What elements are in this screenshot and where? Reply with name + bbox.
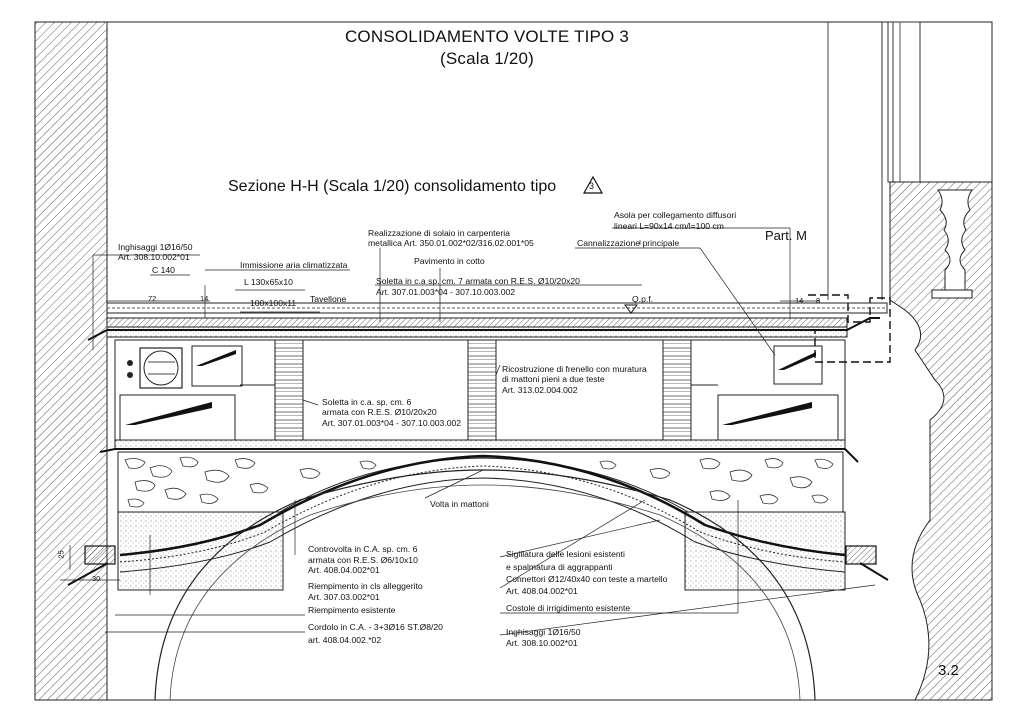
label-controvolta-2: armata con R.E.S. Ø6/10x10 [308, 555, 418, 565]
label-costole: Costole di irrigidimento esistente [506, 603, 631, 613]
label-inghisaggi-top: Inghisaggi 1Ø16/50 [118, 242, 193, 252]
label-cordolo-art: art. 408.04.002.*02 [308, 635, 382, 645]
cavity [99, 339, 859, 463]
dim-8: 8 [816, 296, 821, 305]
label-pavimento: Pavimento in cotto [414, 256, 485, 266]
label-tavellone: Tavellone [310, 294, 347, 304]
label-immissione: Immissione aria climatizzata [240, 260, 348, 270]
label-asola-dims: lineari L=90x14 cm/l=100 cm [614, 221, 724, 231]
qpf-marker [624, 304, 638, 314]
label-c140: C 140 [152, 265, 175, 275]
label-connettori: Connettori Ø12/40x40 con teste a martell… [506, 574, 668, 584]
label-canalizzazione: Cannalizzazione principale [577, 238, 680, 248]
label-sigillatura-2: e spalmatura di aggrappanti [506, 562, 613, 572]
type-number: 3 [589, 181, 595, 191]
dim-25: 25 [56, 550, 66, 559]
label-cordolo: Cordolo in C.A. - 3+3Ø16 ST.Ø8/20 [308, 622, 443, 632]
floor-slab [87, 302, 888, 341]
dim-72: 72 [148, 294, 157, 303]
label-frenello: Ricostruzione di frenello con muratura [502, 364, 647, 374]
dim-14-right: 14 [795, 296, 804, 305]
lightweight-fill-right [684, 511, 846, 591]
label-inghisaggi-bottom: Inghisaggi 1Ø16/50 [506, 627, 581, 637]
label-inghisaggi-bottom-art: Art. 308.10.002*01 [506, 638, 578, 648]
label-qpf: Q.p.f. [632, 294, 654, 304]
drawing-title: CONSOLIDAMENTO VOLTE TIPO 3 [344, 27, 630, 46]
right-wall [881, 21, 993, 701]
label-connettori-art: Art. 408.04.002*01 [506, 586, 578, 596]
label-soletta7: Soletta in c.a sp. cm. 7 armata con R.E.… [376, 276, 580, 286]
part-m-label: Part. M [765, 228, 807, 243]
label-frenello-art: Art. 313.02.004.002 [502, 385, 578, 395]
label-controvolta: Controvolta in C.A. sp. cm. 6 [308, 544, 418, 554]
label-riempimento-cls: Riempimento in cls alleggerito [308, 581, 423, 591]
label-riempimento-cls-art: Art. 307.03.002*01 [308, 592, 380, 602]
label-solaio: Realizzazione di solaio in carpenteria [368, 228, 510, 238]
label-controvolta-art: Art. 408.04.002*01 [308, 565, 380, 575]
label-volta: Volta in mattoni [430, 499, 489, 509]
dim-14-left: 14 [200, 294, 209, 303]
label-frenello-2: di mattoni pieni a due teste [502, 374, 605, 384]
leader-lines [92, 227, 876, 636]
label-l100: 100x100x11 [250, 298, 297, 308]
brick-vault [119, 454, 846, 701]
label-asola: Asola per collegamento diffusori [614, 210, 737, 220]
drawing-scale: (Scala 1/20) [439, 49, 535, 68]
label-soletta6: Soletta in c.a. sp. cm. 6 [322, 397, 412, 407]
ring-beams [67, 545, 889, 586]
type-triangle [582, 175, 604, 194]
section-heading: Sezione H-H (Scala 1/20) consolidamento … [228, 178, 557, 195]
dimension-lines [60, 300, 820, 581]
dim-30: 30 [92, 574, 101, 583]
label-soletta6-2: armata con R.E.S. Ø10/20x20 [322, 407, 437, 417]
label-sigillatura: Sigillatura delle lesioni esistenti [506, 549, 625, 559]
left-wall [34, 21, 108, 701]
label-solaio-art: metallica Art. 350.01.002*02/316.02.001*… [368, 238, 534, 248]
label-inghisaggi-top-art: Art. 308.10.002*01 [118, 252, 190, 262]
label-riempimento-esistente: Riempimento esistente [308, 605, 396, 615]
label-soletta7-art: Art. 307.01.003*04 - 307.10.003.002 [376, 287, 516, 297]
label-soletta6-art: Art. 307.01.003*04 - 307.10.003.002 [322, 418, 462, 428]
label-l130: L 130x65x10 [244, 277, 293, 287]
detail-m-outline [808, 294, 891, 363]
sheet-number: 3.2 [938, 662, 959, 679]
